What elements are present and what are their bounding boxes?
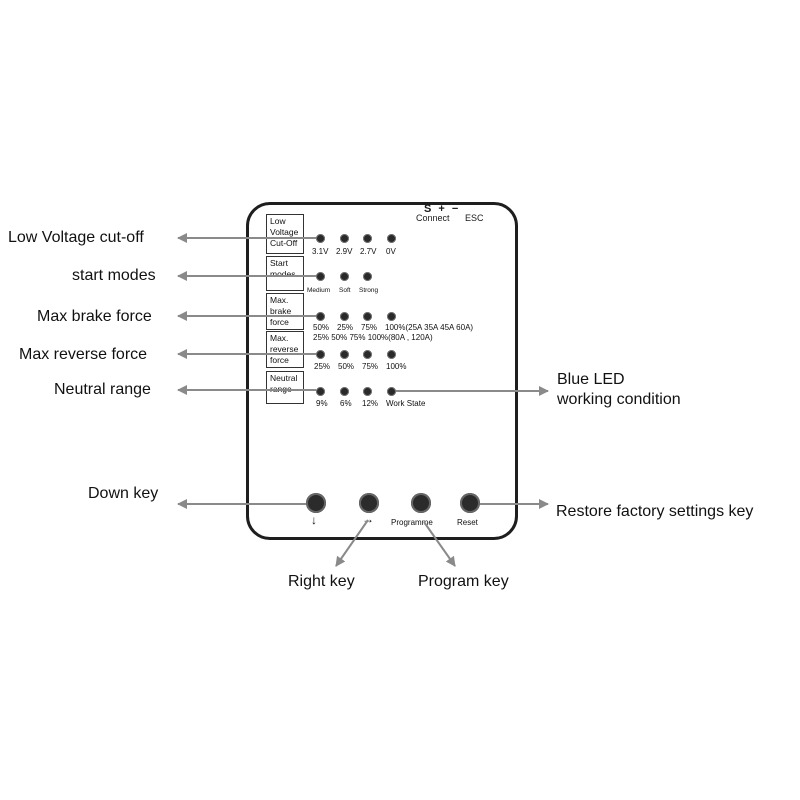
led-low-voltage-3 <box>363 234 372 243</box>
low-voltage-box: Low Voltage Cut-Off <box>266 214 304 254</box>
value-label: 75% <box>362 362 379 371</box>
led-brake-4 <box>387 312 396 321</box>
value-label: Strong <box>359 287 379 294</box>
box-line: reverse <box>270 344 299 354</box>
reset-key-button[interactable] <box>460 493 480 513</box>
box-line: modes <box>270 269 296 279</box>
box-line: Cut-Off <box>270 238 298 248</box>
box-line: Low <box>270 216 286 226</box>
value-label: Medium <box>307 287 331 294</box>
down-arrow-icon: ↓ <box>311 513 317 527</box>
esc-label: ESC <box>465 213 484 223</box>
led-neutral-3 <box>363 387 372 396</box>
annotation-restore-key: Restore factory settings key <box>556 503 754 520</box>
value-label: 3.1V <box>312 247 329 256</box>
led-brake-1 <box>316 312 325 321</box>
value-label: 100% <box>386 362 407 371</box>
led-neutral-2 <box>340 387 349 396</box>
led-work-state <box>387 387 396 396</box>
led-reverse-4 <box>387 350 396 359</box>
value-label: 25% <box>314 362 331 371</box>
value-label: 25% <box>337 323 354 332</box>
led-brake-2 <box>340 312 349 321</box>
arrow-program-key <box>423 521 456 567</box>
annotation-blue-led-line1: Blue LED <box>557 371 625 388</box>
reverse-box: Max. reverse force <box>266 331 304 368</box>
value-label: Work State <box>386 399 426 408</box>
led-brake-3 <box>363 312 372 321</box>
value-label: 100%(25A 35A 45A 60A) <box>385 323 474 332</box>
led-reverse-1 <box>316 350 325 359</box>
led-start-2 <box>340 272 349 281</box>
led-low-voltage-2 <box>340 234 349 243</box>
reverse-values-line: 25% 50% 75% 100%(80A , 120A) <box>313 333 433 342</box>
value-label: 6% <box>340 399 352 408</box>
down-key-button[interactable] <box>306 493 326 513</box>
right-arrow-icon: → <box>362 512 374 526</box>
arrow-right-key <box>335 519 369 567</box>
annotation-start-modes: start modes <box>72 267 156 284</box>
annotation-max-reverse: Max reverse force <box>19 346 148 363</box>
annotation-max-brake: Max brake force <box>37 308 152 325</box>
annotation-right-key: Right key <box>288 573 355 590</box>
value-label: 9% <box>316 399 328 408</box>
value-label: 12% <box>362 399 379 408</box>
led-reverse-2 <box>340 350 349 359</box>
led-start-3 <box>363 272 372 281</box>
value-label: Soft <box>339 287 351 294</box>
value-label: 75% <box>361 323 378 332</box>
annotation-program-key: Program key <box>418 573 509 590</box>
led-reverse-3 <box>363 350 372 359</box>
box-line: Start <box>270 258 288 268</box>
annotation-low-voltage: Low Voltage cut-off <box>8 229 144 246</box>
value-label: 2.9V <box>336 247 353 256</box>
box-line: force <box>270 355 289 365</box>
led-start-1 <box>316 272 325 281</box>
led-neutral-1 <box>316 387 325 396</box>
value-label: 50% <box>313 323 330 332</box>
box-line: Voltage <box>270 227 299 237</box>
annotation-blue-led-line2: working condition <box>557 391 681 408</box>
programme-key-label: Programme <box>391 518 433 527</box>
annotation-neutral: Neutral range <box>54 381 151 398</box>
reset-key-label: Reset <box>457 518 478 527</box>
value-label: 2.7V <box>360 247 377 256</box>
led-low-voltage-1 <box>316 234 325 243</box>
start-mode-box: Start modes <box>266 256 304 291</box>
led-low-voltage-4 <box>387 234 396 243</box>
box-line: Max. <box>270 295 289 305</box>
connect-label: Connect <box>416 213 450 223</box>
brake-box: Max. brake force <box>266 293 304 330</box>
box-line: Neutral <box>270 373 298 383</box>
right-key-button[interactable] <box>359 493 379 513</box>
connector-pin-label: S + − <box>424 203 461 215</box>
box-line: force <box>270 317 289 327</box>
annotation-down-key: Down key <box>88 485 159 502</box>
value-label: 0V <box>386 247 396 256</box>
programme-key-button[interactable] <box>411 493 431 513</box>
value-label: 50% <box>338 362 355 371</box>
box-line: brake <box>270 306 292 316</box>
box-line: Max. <box>270 333 289 343</box>
